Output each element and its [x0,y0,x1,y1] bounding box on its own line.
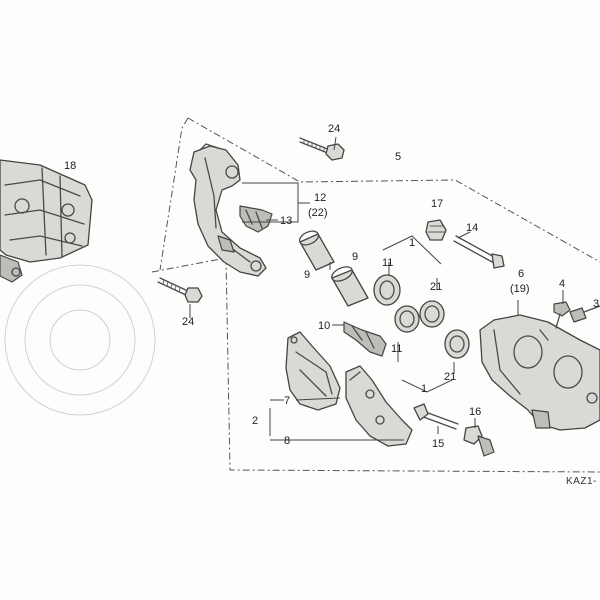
label-15: 15 [432,438,444,450]
label-9-upper: 9 [352,251,358,263]
label-3: 3 [593,298,599,310]
label-17: 17 [431,198,443,210]
label-4: 4 [559,278,565,290]
label-2: 2 [252,415,258,427]
part-9-sleeve-lower [331,266,369,307]
part-18-caliper-assembly [0,159,93,283]
label-6: 6 [518,268,524,280]
leader-lines [189,136,564,441]
part-11-seal-upper [373,274,401,306]
label-11-upper: 11 [382,257,393,269]
part-24-bolt-lower [157,277,203,303]
part-7-brake-pad [285,331,341,411]
label-13: 13 [280,215,292,227]
part-3-screw [569,305,600,323]
part-8-brake-pad [345,365,413,447]
part-14-pin-bolt [453,235,505,269]
label-7: 7 [284,395,290,407]
label-16: 16 [469,406,481,418]
label-1-upper: 1 [409,237,415,249]
label-21-lower: 21 [444,371,456,383]
part-10-pad-spring [343,321,387,357]
diagram-code: KAZ1- [566,476,597,487]
label-9-lower: 9 [304,269,310,281]
part-24-bolt-upper [299,137,345,161]
part-6-caliper-body [479,314,600,431]
label-12-alt: (22) [308,207,328,219]
part-21-seal-upper [419,300,445,328]
label-5: 5 [395,151,401,163]
label-6-alt: (19) [510,283,530,295]
label-10: 10 [318,320,330,332]
part-21-seal-lower [444,329,470,359]
label-8: 8 [284,435,290,447]
part-16-bleeder-valve [463,425,495,457]
label-1-lower: 1 [421,383,427,395]
part-9-sleeve-upper [298,230,335,271]
label-12: 12 [314,192,326,204]
part-4-small-bolt [553,301,571,329]
label-11-lower: 11 [391,343,402,355]
label-18: 18 [64,160,76,172]
label-21-upper: 21 [430,281,442,293]
label-14: 14 [466,222,478,234]
part-11-seal-lower [394,305,420,333]
assembly-boundary-line [151,117,600,473]
part-13-clip [239,205,273,233]
label-24-upper: 24 [328,123,340,135]
background-faint-marks [4,264,156,416]
part-15-bolt [413,403,459,430]
part-labels: 18 24 24 5 12 (22) 13 17 14 9 9 1 11 21 … [64,123,599,487]
part-17-bleeder-cap [425,219,447,241]
part-5-caliper-bracket [189,143,267,277]
label-24-lower: 24 [182,316,194,328]
